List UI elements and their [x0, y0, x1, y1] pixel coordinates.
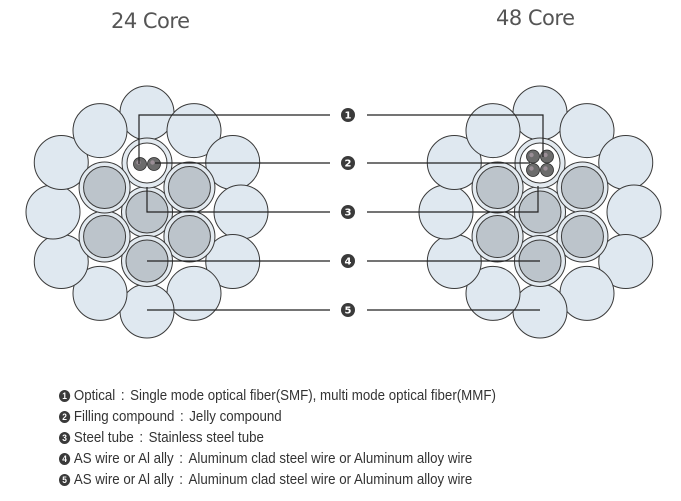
legend-desc: Stainless steel tube: [148, 429, 264, 446]
fiber-highlight: [529, 152, 534, 158]
callout-label-5: 5: [345, 306, 352, 317]
outer-wire: [559, 103, 615, 159]
callout-label-3: 3: [345, 208, 352, 219]
legend-part: Steel tube: [73, 429, 134, 446]
callout-1-icon: 1: [59, 389, 71, 402]
outer-wire: [512, 85, 568, 141]
callout-badge-3: [341, 205, 355, 219]
legend-item-steel-tube: 3 Steel tube : Stainless steel tube: [59, 427, 496, 448]
inner-wire-core: [83, 166, 127, 209]
legend: 1 Optical : Single mode optical fiber(SM…: [59, 385, 529, 490]
leader-line-3-right: [367, 186, 539, 213]
fiber-highlight: [529, 166, 534, 171]
legend-item-inner-wire: 4 AS wire or Al ally : Aluminum clad ste…: [59, 448, 496, 469]
callout-label-2: 2: [345, 159, 352, 170]
inner-wire-core: [167, 166, 211, 209]
leader-line-1-left: [138, 114, 330, 164]
leader-line-3-left: [146, 187, 330, 213]
leader-lines: [138, 114, 544, 311]
legend-separator: :: [179, 450, 183, 467]
outer-wire: [72, 103, 128, 159]
outer-wire: [598, 234, 654, 289]
legend-part: Filling compound: [73, 408, 175, 425]
callout-label-4: 4: [345, 257, 352, 268]
title-48-core: 48 Core: [496, 6, 575, 30]
callout-badges: 1 2 3 4 5: [341, 108, 355, 317]
legend-item-filling-compound: 2 Filling compound : Jelly compound: [59, 406, 496, 427]
legend-desc: Single mode optical fiber(SMF), multi mo…: [130, 387, 496, 404]
callout-badge-5: [341, 303, 355, 317]
cable-cross-section-diagram: 1 2 3 4 5: [25, 85, 662, 339]
legend-separator: :: [179, 471, 183, 488]
callout-5-icon: 5: [59, 473, 71, 486]
fiber-highlight: [150, 160, 155, 165]
legend-part: Optical: [73, 387, 116, 404]
outer-wire: [72, 265, 128, 321]
callout-badge-1: [341, 108, 355, 122]
inner-wire-core: [560, 215, 604, 258]
outer-wire: [512, 283, 568, 339]
legend-desc: Aluminum clad steel wire or Aluminum all…: [188, 450, 473, 467]
legend-desc: Jelly compound: [189, 408, 282, 425]
callout-badge-2: [341, 156, 355, 170]
legend-part: AS wire or Al ally: [73, 450, 174, 467]
inner-wire-core: [560, 166, 604, 209]
title-24-core: 24 Core: [111, 9, 190, 33]
callout-4-icon: 4: [59, 452, 71, 465]
outer-wire: [166, 103, 222, 159]
outer-wire: [119, 85, 175, 141]
callout-badge-4: [341, 254, 355, 268]
callout-2-icon: 2: [59, 410, 71, 423]
inner-wire-core: [476, 166, 520, 209]
legend-separator: :: [139, 429, 144, 446]
outer-wire: [465, 103, 521, 159]
outer-wire: [606, 184, 662, 240]
leader-line-1-right: [367, 114, 544, 157]
callout-3-icon: 3: [59, 431, 71, 444]
outer-wire: [25, 184, 81, 240]
outer-wire: [119, 283, 175, 339]
outer-wire: [33, 135, 89, 190]
legend-item-optical: 1 Optical : Single mode optical fiber(SM…: [59, 385, 496, 406]
fiber-highlight: [543, 152, 548, 158]
legend-part: AS wire or Al ally: [73, 471, 174, 488]
inner-wire-core: [476, 215, 520, 258]
outer-wire: [559, 265, 615, 321]
cable-24-core: [25, 85, 269, 339]
legend-separator: :: [120, 387, 125, 404]
inner-wire-core: [167, 215, 211, 258]
legend-desc: Aluminum clad steel wire or Aluminum all…: [188, 471, 473, 488]
outer-wire: [166, 265, 222, 321]
fiber-highlight: [543, 166, 548, 171]
callout-label-1: 1: [345, 111, 352, 122]
legend-separator: :: [179, 408, 184, 425]
outer-wire: [465, 265, 521, 321]
inner-wire-core: [83, 215, 127, 258]
legend-item-outer-wire: 5 AS wire or Al ally : Aluminum clad ste…: [59, 469, 496, 490]
